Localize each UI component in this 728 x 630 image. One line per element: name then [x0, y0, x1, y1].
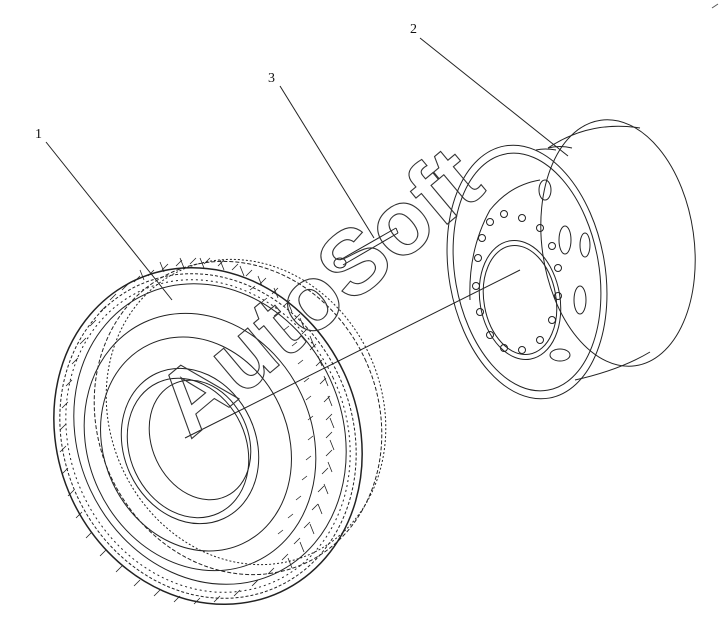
- corner-mark: [711, 3, 719, 9]
- leader-line-3: [279, 85, 375, 239]
- watermark: AutoSoft: [137, 128, 500, 456]
- callout-label-2: 2: [410, 22, 417, 37]
- bolt-holes: [472, 210, 562, 354]
- tread-pattern: [59, 257, 335, 605]
- callout-label-1: 1: [35, 127, 42, 142]
- assembly-axis-line: [184, 269, 521, 439]
- leader-line-1: [45, 141, 173, 301]
- valve-stem: [333, 227, 399, 269]
- leader-line-2: [419, 37, 569, 157]
- callout-label-3: 3: [268, 71, 275, 86]
- leader-lines: [45, 37, 569, 301]
- wheel-rim: [446, 119, 696, 400]
- tire: [53, 257, 387, 606]
